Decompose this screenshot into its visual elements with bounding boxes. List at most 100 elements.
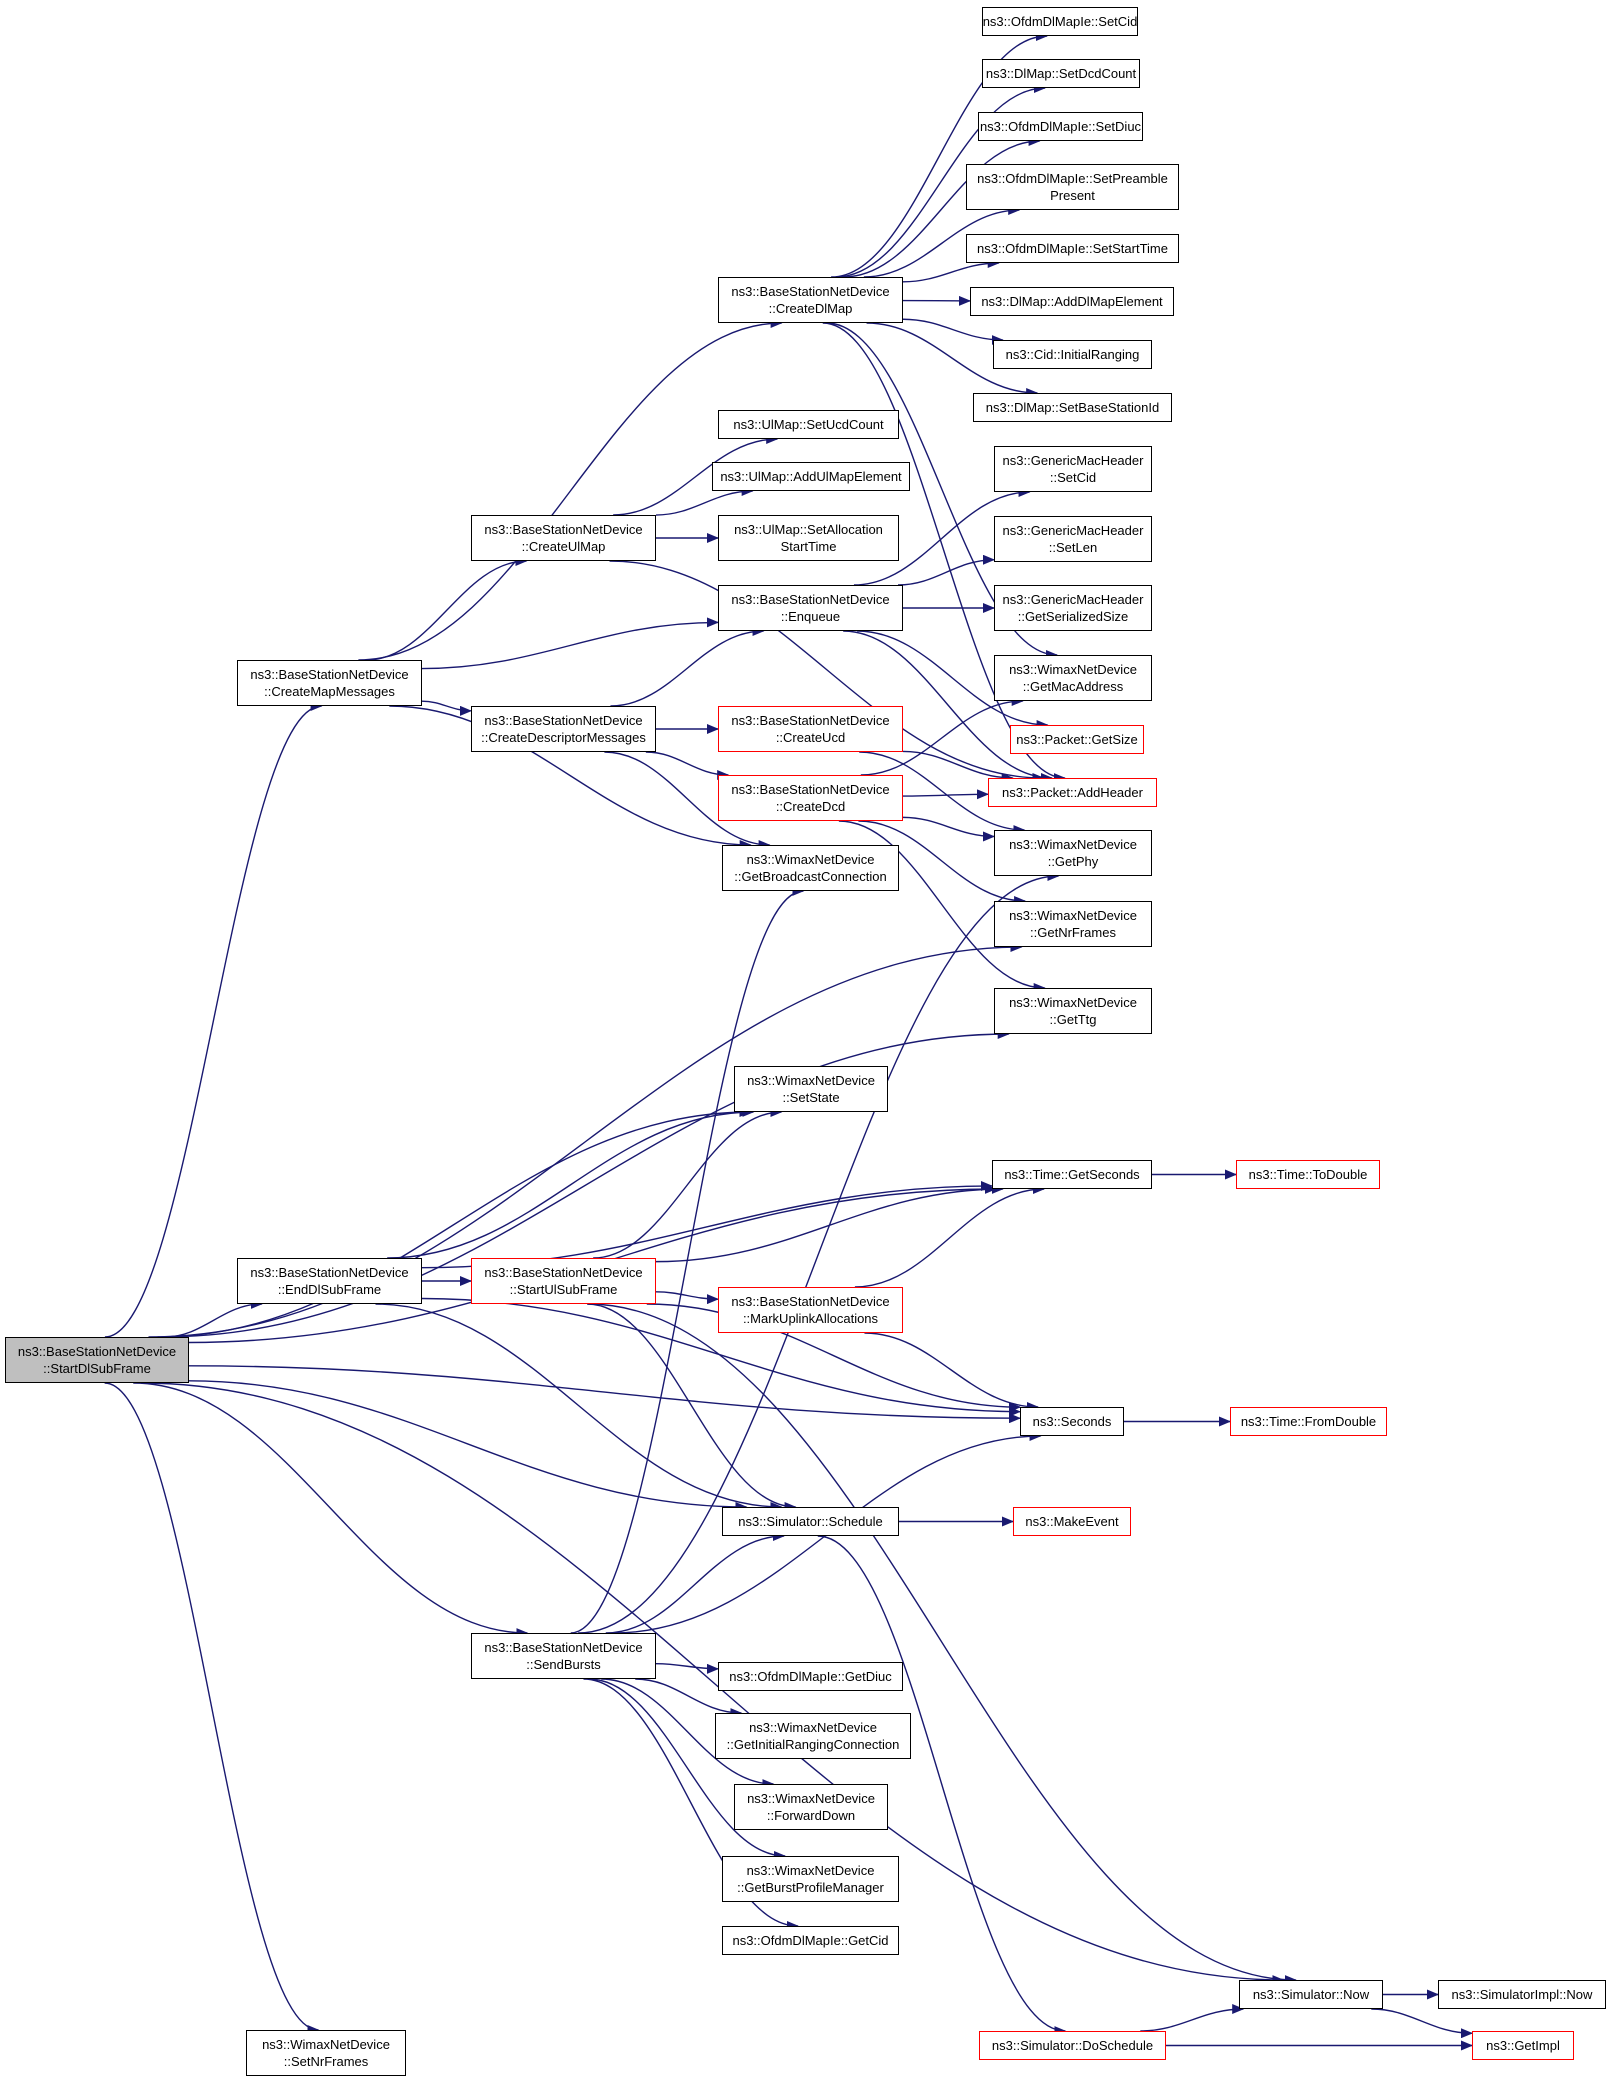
- node-create-descriptor-messages[interactable]: ns3::BaseStationNetDevice::CreateDescrip…: [471, 706, 656, 752]
- node-create-dl-map[interactable]: ns3::BaseStationNetDevice::CreateDlMap: [718, 277, 903, 323]
- node-gmh-set-len[interactable]: ns3::GenericMacHeader::SetLen: [994, 516, 1152, 562]
- edge-create-map-messages-to-create-ul-map: [366, 556, 528, 661]
- node-get-burst-profile-manager[interactable]: ns3::WimaxNetDevice::GetBurstProfileMana…: [722, 1856, 899, 1902]
- node-simulator-now[interactable]: ns3::Simulator::Now: [1239, 1980, 1383, 2009]
- node-label-line: ns3::Simulator::Schedule: [738, 1514, 883, 1529]
- edge-create-map-messages-to-create-descriptor-messages: [421, 700, 472, 716]
- node-set-nr-frames[interactable]: ns3::WimaxNetDevice::SetNrFrames: [246, 2030, 406, 2076]
- node-dlmap-add-element[interactable]: ns3::DlMap::AddDlMapElement: [970, 287, 1174, 316]
- node-mark-uplink[interactable]: ns3::BaseStationNetDevice::MarkUplinkAll…: [718, 1287, 903, 1333]
- node-seconds[interactable]: ns3::Seconds: [1020, 1407, 1124, 1436]
- node-label-line: ns3::WimaxNetDevice: [1009, 995, 1137, 1010]
- edge-start-dl-to-get-ttg: [161, 1029, 1010, 1338]
- node-label-line: ::CreateUlMap: [521, 539, 606, 554]
- node-start-dl[interactable]: ns3::BaseStationNetDevice::StartDlSubFra…: [5, 1337, 189, 1383]
- node-ofdm-get-diuc[interactable]: ns3::OfdmDlMapIe::GetDiuc: [718, 1662, 903, 1691]
- node-label-line: ::Enqueue: [780, 609, 841, 624]
- node-gmh-set-cid[interactable]: ns3::GenericMacHeader::SetCid: [994, 446, 1152, 492]
- node-start-ul[interactable]: ns3::BaseStationNetDevice::StartUlSubFra…: [471, 1258, 656, 1304]
- node-label-line: ::GetBroadcastConnection: [734, 869, 887, 884]
- node-get-initial-ranging-conn[interactable]: ns3::WimaxNetDevice::GetInitialRangingCo…: [715, 1713, 911, 1759]
- edge-enqueue-to-gmh-set-len: [897, 554, 995, 586]
- edge-send-bursts-to-forward-down: [601, 1678, 775, 1789]
- edge-create-dcd-to-get-mac-address: [860, 696, 1024, 776]
- node-label-line: ns3::WimaxNetDevice: [746, 852, 875, 867]
- node-forward-down[interactable]: ns3::WimaxNetDevice::ForwardDown: [734, 1784, 888, 1830]
- node-simulator-impl-now[interactable]: ns3::SimulatorImpl::Now: [1438, 1980, 1606, 2009]
- node-label-line: ns3::OfdmDlMapIe::SetStartTime: [977, 241, 1168, 256]
- edge-start-ul-to-mark-uplink: [655, 1291, 719, 1305]
- edge-create-dl-map-to-cid-initial-ranging: [902, 318, 1004, 345]
- node-do-schedule[interactable]: ns3::Simulator::DoSchedule: [979, 2031, 1166, 2060]
- node-label-line: ns3::Time::GetSeconds: [1004, 1167, 1140, 1182]
- edge-create-dl-map-to-ofdm-set-start-time: [902, 258, 1000, 283]
- node-get-impl[interactable]: ns3::GetImpl: [1472, 2031, 1574, 2060]
- node-label-line: ::SetState: [782, 1090, 840, 1105]
- node-cid-initial-ranging[interactable]: ns3::Cid::InitialRanging: [993, 340, 1152, 369]
- node-label-line: ::CreateDescriptorMessages: [481, 730, 646, 745]
- node-label-line: ::GetInitialRangingConnection: [726, 1737, 900, 1752]
- node-ulmap-set-ucd-count[interactable]: ns3::UlMap::SetUcdCount: [718, 410, 899, 439]
- node-set-state[interactable]: ns3::WimaxNetDevice::SetState: [734, 1066, 888, 1112]
- node-label-line: ns3::Simulator::Now: [1252, 1987, 1370, 2002]
- edge-enqueue-to-gmh-set-cid: [853, 487, 1031, 586]
- edge-create-dcd-to-packet-add-header: [902, 789, 989, 800]
- node-create-map-messages[interactable]: ns3::BaseStationNetDevice::CreateMapMess…: [237, 660, 422, 706]
- edge-create-map-messages-to-create-dl-map: [358, 318, 783, 661]
- edge-start-dl-to-send-bursts: [133, 1382, 529, 1638]
- node-label-line: ns3::OfdmDlMapIe::GetDiuc: [729, 1669, 892, 1684]
- node-label-line: ::GetPhy: [1047, 854, 1099, 869]
- node-time-to-double[interactable]: ns3::Time::ToDouble: [1236, 1160, 1380, 1189]
- node-label-line: ::CreateMapMessages: [264, 684, 395, 699]
- node-time-get-seconds[interactable]: ns3::Time::GetSeconds: [992, 1160, 1152, 1189]
- node-create-ucd[interactable]: ns3::BaseStationNetDevice::CreateUcd: [718, 706, 903, 752]
- node-create-ul-map[interactable]: ns3::BaseStationNetDevice::CreateUlMap: [471, 515, 656, 561]
- node-gmh-get-serialized-size[interactable]: ns3::GenericMacHeader::GetSerializedSize: [994, 585, 1152, 631]
- node-ofdm-set-diuc[interactable]: ns3::OfdmDlMapIe::SetDiuc: [978, 112, 1143, 141]
- node-packet-get-size[interactable]: ns3::Packet::GetSize: [1010, 725, 1144, 754]
- node-enqueue[interactable]: ns3::BaseStationNetDevice::Enqueue: [718, 585, 903, 631]
- node-label-line: ::SendBursts: [526, 1657, 601, 1672]
- node-create-dcd[interactable]: ns3::BaseStationNetDevice::CreateDcd: [718, 775, 903, 821]
- node-label-line: ::StartDlSubFrame: [43, 1361, 151, 1376]
- node-ofdm-set-cid[interactable]: ns3::OfdmDlMapIe::SetCid: [982, 7, 1138, 36]
- node-get-nr-frames[interactable]: ns3::WimaxNetDevice::GetNrFrames: [994, 901, 1152, 947]
- node-label-line: ns3::BaseStationNetDevice: [250, 1265, 409, 1280]
- node-label-line: ns3::WimaxNetDevice: [746, 1863, 875, 1878]
- node-label-line: ns3::DlMap::AddDlMapElement: [981, 294, 1163, 309]
- node-time-from-double[interactable]: ns3::Time::FromDouble: [1230, 1407, 1387, 1436]
- node-get-ttg[interactable]: ns3::WimaxNetDevice::GetTtg: [994, 988, 1152, 1034]
- node-label-line: ::CreateDcd: [775, 799, 846, 814]
- edge-create-dl-map-to-get-mac-address: [826, 322, 1059, 660]
- node-label-line: ns3::WimaxNetDevice: [1009, 662, 1137, 677]
- edge-create-dl-map-to-ofdm-set-diuc: [843, 136, 1041, 278]
- edge-end-dl-to-set-state: [387, 1107, 755, 1259]
- node-make-event[interactable]: ns3::MakeEvent: [1013, 1507, 1131, 1536]
- node-label-line: ::GetTtg: [1049, 1012, 1097, 1027]
- node-send-bursts[interactable]: ns3::BaseStationNetDevice::SendBursts: [471, 1633, 656, 1679]
- node-label-line: ns3::BaseStationNetDevice: [731, 284, 890, 299]
- node-label-line: ns3::UlMap::SetUcdCount: [733, 417, 884, 432]
- node-get-mac-address[interactable]: ns3::WimaxNetDevice::GetMacAddress: [994, 655, 1152, 701]
- node-label-line: ns3::GenericMacHeader: [1002, 523, 1144, 538]
- node-dlmap-set-dcd-count[interactable]: ns3::DlMap::SetDcdCount: [982, 59, 1140, 88]
- edge-create-map-messages-to-enqueue: [421, 617, 719, 670]
- node-label-line: ns3::WimaxNetDevice: [747, 1791, 875, 1806]
- node-label-line: ::CreateUcd: [775, 730, 846, 745]
- node-label-line: ns3::Packet::AddHeader: [1002, 785, 1143, 800]
- node-ulmap-add-element[interactable]: ns3::UlMap::AddUlMapElement: [712, 462, 910, 491]
- node-dlmap-set-bs-id[interactable]: ns3::DlMap::SetBaseStationId: [973, 393, 1172, 422]
- node-label-line: ns3::BaseStationNetDevice: [731, 782, 890, 797]
- edge-start-dl-to-set-state: [157, 1107, 752, 1338]
- node-ofdm-get-cid[interactable]: ns3::OfdmDlMapIe::GetCid: [722, 1926, 899, 1955]
- node-get-broadcast-connection[interactable]: ns3::WimaxNetDevice::GetBroadcastConnect…: [722, 845, 899, 891]
- edge-mark-uplink-to-seconds: [864, 1332, 1039, 1412]
- node-ofdm-set-start-time[interactable]: ns3::OfdmDlMapIe::SetStartTime: [966, 234, 1179, 263]
- node-end-dl[interactable]: ns3::BaseStationNetDevice::EndDlSubFrame: [237, 1258, 422, 1304]
- node-get-phy[interactable]: ns3::WimaxNetDevice::GetPhy: [994, 830, 1152, 876]
- node-simulator-schedule[interactable]: ns3::Simulator::Schedule: [722, 1507, 899, 1536]
- node-label-line: ns3::BaseStationNetDevice: [484, 522, 643, 537]
- node-packet-add-header[interactable]: ns3::Packet::AddHeader: [988, 778, 1157, 807]
